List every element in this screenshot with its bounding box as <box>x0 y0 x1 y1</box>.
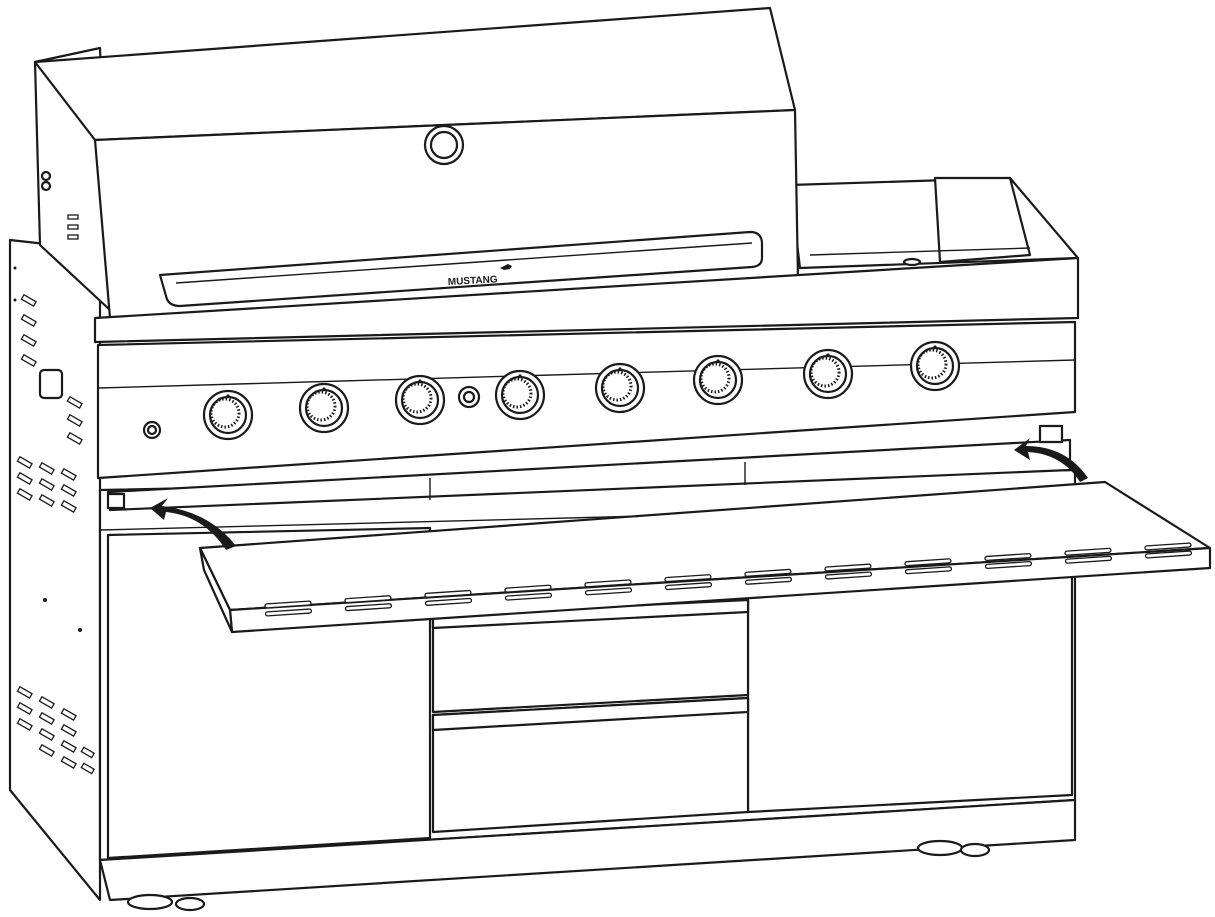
shelf-slot <box>264 608 313 617</box>
hood-temperature-gauge <box>423 124 465 166</box>
cabinet-side-panel <box>8 238 102 902</box>
brand-label: MUSTANG <box>448 274 499 288</box>
shelf-slot <box>984 552 1032 562</box>
shelf-slot <box>904 558 952 567</box>
fold-down-shelf[interactable] <box>198 480 1212 634</box>
shelf-slot <box>264 600 312 609</box>
shelf-slot <box>744 568 792 577</box>
shelf-slot <box>424 589 472 598</box>
shelf-slot <box>824 571 873 580</box>
side-burner-lid[interactable] <box>788 176 1080 270</box>
brand-logo: MUSTANG <box>448 264 512 288</box>
center-ignition-button[interactable] <box>457 385 481 409</box>
shelf-slot <box>664 574 712 583</box>
control-knob-7[interactable] <box>802 348 854 400</box>
shelf-slot <box>344 595 392 604</box>
shelf-slot <box>424 597 473 606</box>
control-knob-8[interactable] <box>909 340 961 392</box>
control-knob-3[interactable] <box>394 374 446 426</box>
shelf-slot <box>1144 550 1193 559</box>
shelf-slot <box>504 592 553 601</box>
ignition-button[interactable] <box>142 420 162 440</box>
shelf-slot <box>744 576 793 585</box>
drawer-bottom[interactable] <box>431 696 750 834</box>
side-vent-slots-upper <box>20 293 83 445</box>
control-knob-1[interactable] <box>202 389 254 441</box>
side-vent-slots-lower <box>16 685 96 775</box>
curved-arrow-right-icon <box>1014 438 1088 482</box>
shelf-slot <box>504 584 552 593</box>
shelf-slot <box>344 603 393 612</box>
shelf-slot <box>1144 542 1192 551</box>
shelf-slot <box>664 582 713 591</box>
control-knob-6[interactable] <box>692 354 744 406</box>
shelf-slot <box>584 579 632 588</box>
shelf-slot <box>584 587 633 596</box>
control-knobs <box>202 340 961 441</box>
shelf-slot <box>824 563 872 572</box>
shelf-slot <box>904 566 953 575</box>
shelf-slot <box>1064 555 1113 564</box>
control-knob-5[interactable] <box>594 362 646 414</box>
shelf-vent-slots <box>264 542 1193 617</box>
shelf-slot <box>1064 547 1112 556</box>
curved-arrow-left-icon <box>150 498 236 550</box>
shelf-slot <box>984 560 1033 570</box>
caster-wheels <box>126 839 991 912</box>
side-vent-slots-middle <box>16 455 77 513</box>
hood-handle[interactable] <box>158 230 764 308</box>
control-knob-4[interactable] <box>494 369 546 421</box>
shelf-hinges <box>106 424 1064 510</box>
control-knob-2[interactable] <box>298 382 350 434</box>
